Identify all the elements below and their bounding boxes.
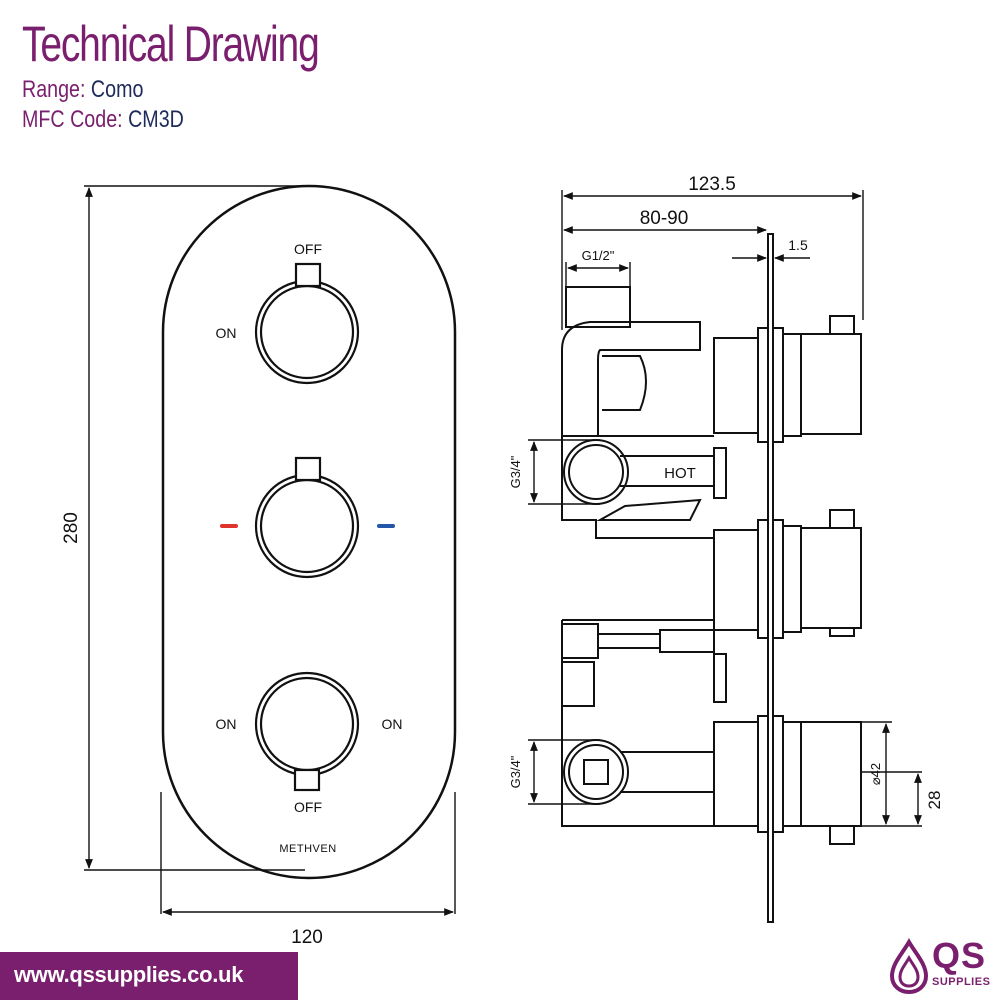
bottom-on-left-label: ON: [216, 716, 237, 732]
droplet-logo-icon: [889, 938, 929, 994]
bottom-on-right-label: ON: [382, 716, 403, 732]
range-label: Range:: [22, 76, 86, 103]
inlet-top-size-label: G3/4": [508, 455, 523, 488]
top-on-label: ON: [216, 325, 237, 341]
hot-inlet: [563, 439, 629, 505]
range-line: Range: Como: [22, 76, 143, 104]
knob-diameter-dimension: ⌀42: [868, 763, 883, 785]
mfc-code-value: CM3D: [128, 106, 184, 133]
logo-subtext: SUPPLIES: [932, 976, 991, 988]
knob-offset-dimension: 28: [925, 791, 944, 810]
inlet-bottom-size-label: G3/4": [508, 755, 523, 788]
outlet-pipe: [565, 286, 631, 328]
outlet-size-label: G1/2": [582, 248, 615, 263]
footer-website-link[interactable]: www.qssupplies.co.uk: [14, 962, 244, 987]
cold-inlet: [563, 739, 629, 805]
logo-text: QS: [932, 935, 987, 976]
faceplate: [161, 184, 457, 880]
valve-body: [561, 435, 714, 539]
height-dimension: 280: [61, 512, 82, 544]
brand-label: METHVEN: [279, 843, 336, 855]
overall-depth-dimension: 123.5: [688, 174, 736, 195]
range-value: Como: [90, 76, 144, 103]
hot-label: HOT: [664, 465, 696, 482]
top-off-label: OFF: [294, 241, 322, 257]
bottom-control-knob: [254, 671, 360, 792]
top-control-knob: [254, 262, 360, 385]
bottom-off-label: OFF: [294, 799, 322, 815]
side-view: [561, 233, 862, 923]
width-dimension: 120: [291, 927, 323, 948]
mfc-code-label: MFC Code:: [22, 106, 123, 133]
front-view: [161, 184, 457, 880]
page-title: Technical Drawing: [22, 16, 320, 72]
temperature-control-knob: [254, 456, 360, 579]
footer-bar: [0, 952, 298, 1000]
qs-supplies-logo: QS SUPPLIES: [888, 935, 996, 994]
install-depth-dimension: 80-90: [640, 208, 689, 229]
plate-thickness-dimension: 1.5: [788, 237, 808, 253]
mfc-code-line: MFC Code: CM3D: [22, 106, 184, 134]
